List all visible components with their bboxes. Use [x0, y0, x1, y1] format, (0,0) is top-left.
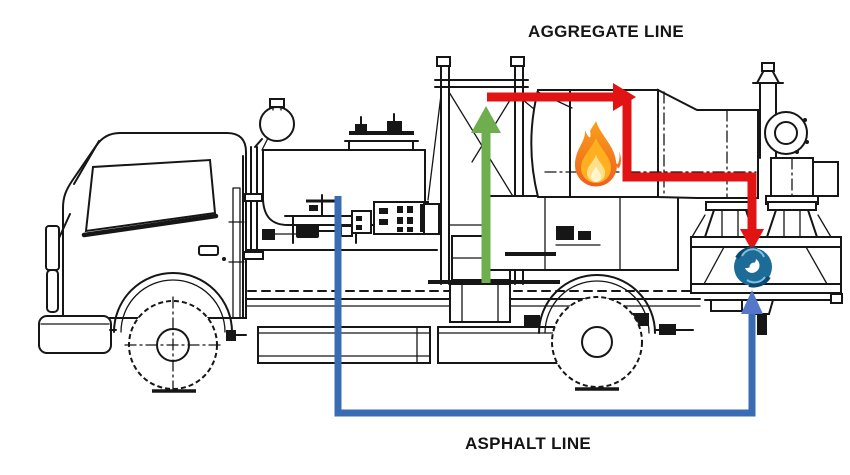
green-arrowhead [471, 106, 501, 133]
blue-arrowhead-up [741, 290, 763, 314]
elevator-flow-arrow [471, 106, 501, 283]
front-wheel [124, 296, 222, 394]
aggregate-flow-arrow [487, 83, 764, 251]
aggregate-line-label: AGGREGATE LINE [528, 22, 684, 41]
exhaust-stack-blower [752, 62, 839, 205]
red-arrowhead-down [740, 229, 764, 251]
asphalt-flow-arrow [334, 196, 763, 417]
dryer-drum [530, 88, 759, 199]
fan-vortex-icon [734, 246, 772, 288]
front-bumper [38, 315, 112, 354]
asphalt-line-label: ASPHALT LINE [464, 434, 592, 453]
side-mirror [45, 225, 60, 271]
door-handle [198, 245, 219, 256]
blower-scroll [764, 111, 808, 155]
burner-flame-icon [574, 121, 621, 187]
expansion-sphere [259, 106, 295, 142]
rear-wheel [524, 274, 694, 391]
control-panel [373, 201, 429, 235]
truck-cab [38, 132, 247, 354]
pump-assembly [262, 194, 372, 244]
burner-housing [487, 195, 679, 271]
